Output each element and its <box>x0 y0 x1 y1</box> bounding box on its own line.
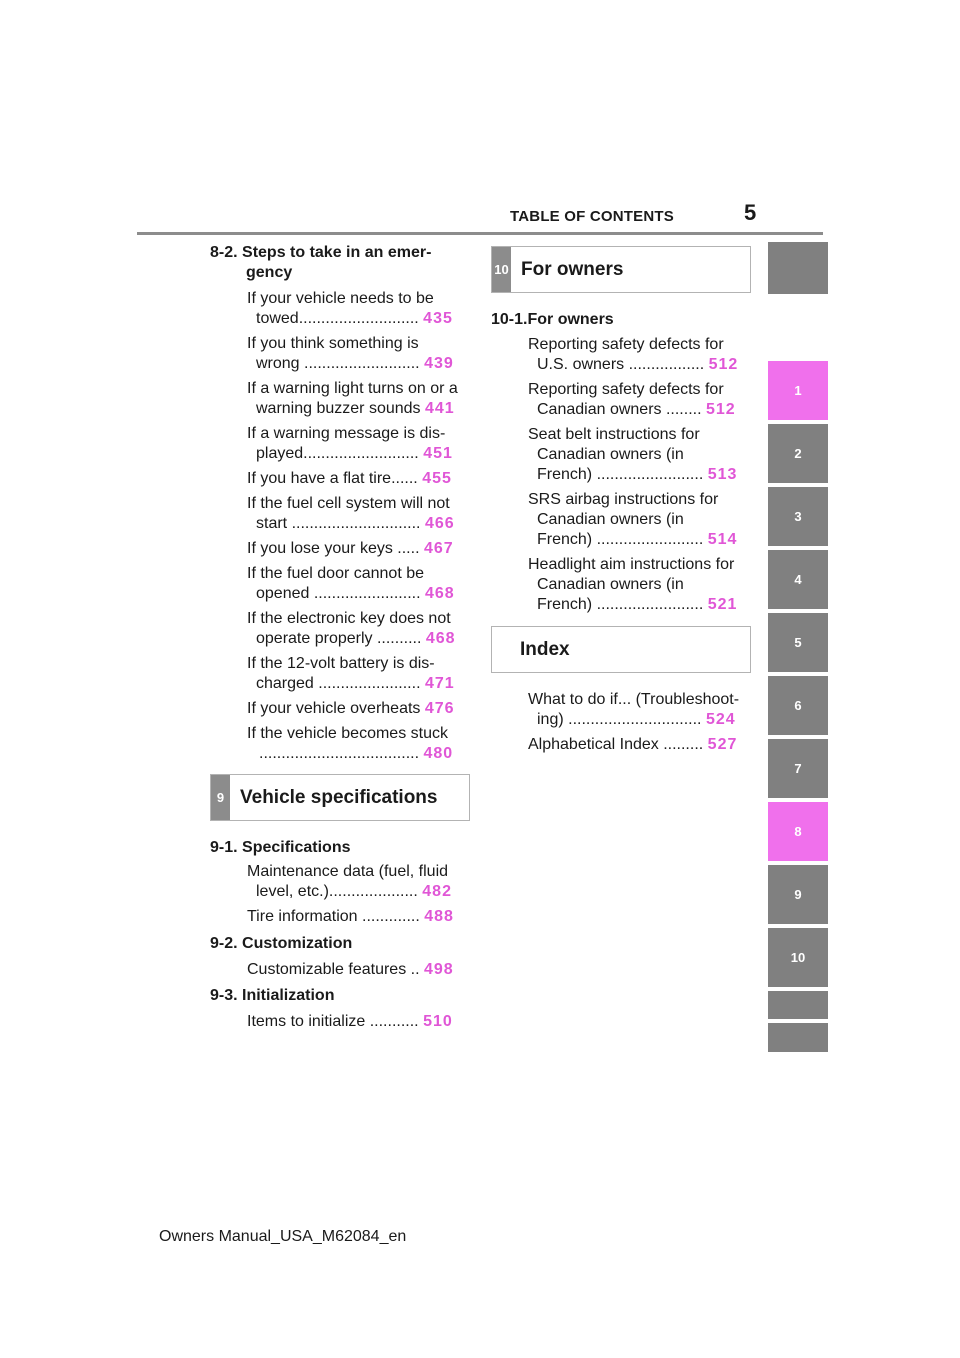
toc-entry[interactable]: If the fuel door cannot be opened ......… <box>247 565 455 602</box>
chapter-title: Vehicle specifications <box>240 786 438 808</box>
page-ref[interactable]: 476 <box>424 700 455 717</box>
page-ref[interactable]: 513 <box>707 466 738 483</box>
page-ref[interactable]: 467 <box>423 540 454 557</box>
side-tab-9[interactable]: 9 <box>768 865 828 924</box>
side-tab-3[interactable]: 3 <box>768 487 828 546</box>
toc-entry[interactable]: Customizable features .. 498 <box>247 961 454 978</box>
page-ref[interactable]: 527 <box>707 736 738 753</box>
side-tab-4[interactable]: 4 <box>768 550 828 609</box>
toc-entry[interactable]: If a warning light turns on or a warning… <box>247 380 458 417</box>
side-tab-7[interactable]: 7 <box>768 739 828 798</box>
chapter-9-heading-box[interactable]: 9 Vehicle specifications <box>210 774 470 821</box>
chapter-10-heading-box[interactable]: 10 For owners <box>491 246 751 293</box>
header-rule <box>137 232 823 235</box>
page-ref[interactable]: 471 <box>424 675 455 692</box>
section-9-1: 9-1. Specifications <box>210 838 480 858</box>
page-ref[interactable]: 480 <box>423 745 454 762</box>
footer-text: Owners Manual_USA_M62084_en <box>159 1228 407 1245</box>
toc-entry[interactable]: If you lose your keys ..... 467 <box>247 540 454 557</box>
side-tab-10[interactable]: 10 <box>768 928 828 987</box>
toc-entry[interactable]: Reporting safety defects for Canadian ow… <box>528 381 736 418</box>
side-tab-top[interactable] <box>768 242 828 294</box>
toc-entry[interactable]: If the fuel cell system will not start .… <box>247 495 455 532</box>
page-number: 5 <box>744 200 757 225</box>
toc-entry[interactable]: If your vehicle overheats 476 <box>247 700 455 717</box>
index-heading-box[interactable]: Index <box>491 626 751 673</box>
toc-entry[interactable]: What to do if... (Troubleshoot- ing) ...… <box>528 691 740 728</box>
page-ref[interactable]: 514 <box>707 531 738 548</box>
section-label: 8-2. Steps to take in an emer- <box>210 244 432 261</box>
section-9-3: 9-3. Initialization <box>210 986 480 1006</box>
side-tab-8[interactable]: 8 <box>768 802 828 861</box>
toc-entry[interactable]: If the vehicle becomes stuck ...........… <box>247 725 454 762</box>
index-entries: What to do if... (Troubleshoot- ing) ...… <box>528 690 753 760</box>
header-title: TABLE OF CONTENTS <box>510 208 674 225</box>
side-tab-1[interactable]: 1 <box>768 361 828 420</box>
side-tab-blank-1[interactable] <box>768 991 828 1019</box>
page-ref[interactable]: 439 <box>424 355 454 372</box>
chapter-number: 10 <box>492 247 511 292</box>
page-ref[interactable]: 435 <box>423 310 453 327</box>
chapter-title: Index <box>520 638 570 660</box>
toc-entry[interactable]: Items to initialize ........... 510 <box>247 1013 453 1030</box>
toc-entry[interactable]: Reporting safety defects for U.S. owners… <box>528 336 739 373</box>
toc-entry[interactable]: If you have a flat tire...... 455 <box>247 470 452 487</box>
toc-entry[interactable]: SRS airbag instructions for Canadian own… <box>528 491 738 548</box>
toc-entry[interactable]: If the 12-volt battery is dis- charged .… <box>247 655 455 692</box>
page-ref[interactable]: 466 <box>424 515 455 532</box>
page-ref[interactable]: 441 <box>425 400 455 417</box>
page-ref[interactable]: 455 <box>422 470 452 487</box>
page-ref[interactable]: 512 <box>708 356 739 373</box>
side-tab-5[interactable]: 5 <box>768 613 828 672</box>
page-ref[interactable]: 510 <box>423 1013 453 1030</box>
section-8-2-entries: If your vehicle needs to be towed.......… <box>247 289 472 769</box>
page-ref[interactable]: 468 <box>424 585 455 602</box>
toc-entry[interactable]: If your vehicle needs to be towed.......… <box>247 290 453 327</box>
page-ref[interactable]: 524 <box>705 711 736 728</box>
side-tab-blank-2[interactable] <box>768 1023 828 1052</box>
section-label: 9-3. Initialization <box>210 987 335 1004</box>
side-tab-6[interactable]: 6 <box>768 676 828 735</box>
section-label-cont: gency <box>246 264 293 281</box>
side-tab-2[interactable]: 2 <box>768 424 828 483</box>
toc-entry[interactable]: If the electronic key does not operate p… <box>247 610 456 647</box>
page-ref[interactable]: 512 <box>705 401 736 418</box>
toc-entry[interactable]: Seat belt instructions for Canadian owne… <box>528 426 738 483</box>
chapter-number: 9 <box>211 775 230 820</box>
chapter-title: For owners <box>521 258 624 280</box>
section-label: 9-2. Customization <box>210 935 353 952</box>
toc-entry[interactable]: Maintenance data (fuel, fluid level, etc… <box>247 863 452 900</box>
page-ref[interactable]: 482 <box>422 883 452 900</box>
page-ref[interactable]: 488 <box>424 908 454 925</box>
section-label: 10-1.For owners <box>491 311 614 328</box>
page-ref[interactable]: 521 <box>707 596 738 613</box>
toc-entry[interactable]: Alphabetical Index ......... 527 <box>528 736 738 753</box>
toc-entry[interactable]: If a warning message is dis- played.....… <box>247 425 453 462</box>
toc-entry[interactable]: Tire information ............. 488 <box>247 908 454 925</box>
section-10-1-entries: Reporting safety defects for U.S. owners… <box>528 335 753 620</box>
page-ref[interactable]: 468 <box>425 630 456 647</box>
section-8-2: 8-2. Steps to take in an emer- gency <box>210 243 480 283</box>
section-9-1-entries: Maintenance data (fuel, fluid level, etc… <box>247 862 472 932</box>
page-ref[interactable]: 498 <box>423 961 454 978</box>
section-9-2: 9-2. Customization <box>210 934 480 954</box>
toc-entry[interactable]: If you think something is wrong ........… <box>247 335 454 372</box>
section-10-1: 10-1.For owners <box>491 310 761 330</box>
toc-entry[interactable]: Headlight aim instructions for Canadian … <box>528 556 738 613</box>
section-label: 9-1. Specifications <box>210 839 351 856</box>
page-ref[interactable]: 451 <box>423 445 453 462</box>
